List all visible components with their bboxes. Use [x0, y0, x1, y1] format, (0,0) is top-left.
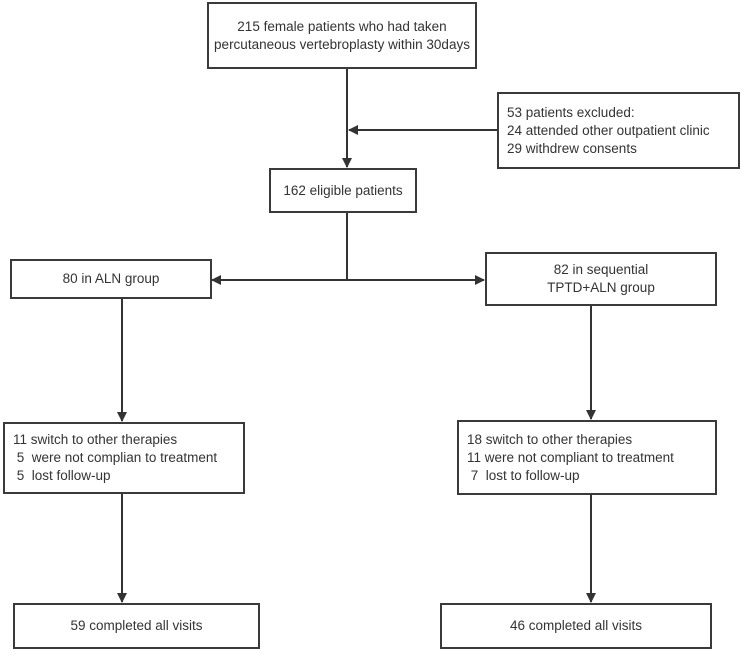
box-text: 5 were not complian to treatment [13, 450, 218, 465]
box-text: percutaneous vertebroplasty within 30day… [214, 36, 470, 52]
enrolled-box: 215 female patients who had taken percut… [207, 2, 477, 69]
box-text: 82 in sequential [553, 262, 649, 277]
box-text: 59 completed all visits [70, 618, 203, 633]
aln-completed-box: 59 completed all visits [13, 603, 260, 649]
eligible-box: 162 eligible patients [269, 168, 417, 213]
tptd-group-box: 82 in sequential TPTD+ALN group [485, 252, 717, 306]
box-text: 11 were not compliant to treatment [467, 449, 674, 465]
tptd-completed-box: 46 completed all visits [440, 603, 712, 649]
tptd-dropouts-box: 18 switch to other therapies 11 were not… [457, 420, 717, 495]
aln-group-box: 80 in ALN group [10, 259, 212, 299]
aln-dropouts-box: 11 switch to other therapies 5 were not … [3, 422, 245, 494]
box-text: 80 in ALN group [62, 271, 160, 286]
box-text: 215 female patients who had taken [237, 18, 447, 34]
box-text: 18 switch to other therapies [467, 431, 633, 447]
box-text: 46 completed all visits [509, 618, 643, 633]
excluded-box: 53 patients excluded: 24 attended other … [497, 92, 740, 169]
box-text: 29 withdrew consents [507, 140, 637, 156]
box-text: 53 patients excluded: [507, 104, 635, 120]
box-text: TPTD+ALN group [547, 280, 655, 295]
box-text: 11 switch to other therapies [13, 432, 178, 447]
box-text: 7 lost to follow-up [467, 467, 580, 483]
box-text: 162 eligible patients [283, 182, 403, 198]
box-text: 24 attended other outpatient clinic [507, 122, 710, 138]
box-text: 5 lost follow-up [13, 468, 111, 483]
